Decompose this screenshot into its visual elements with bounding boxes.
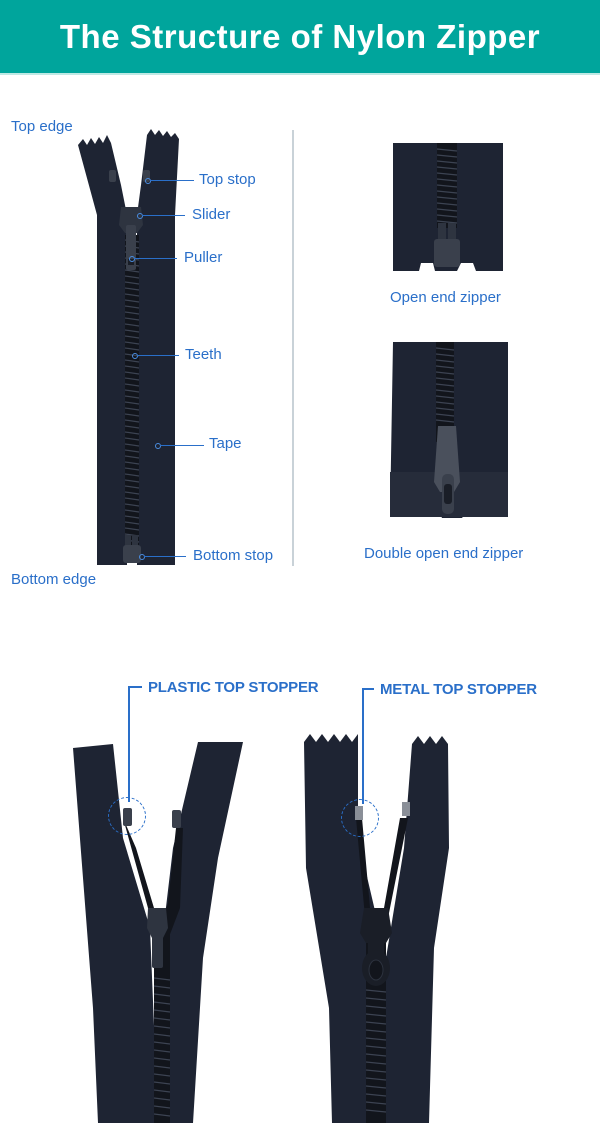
label-bottom-stop: Bottom stop — [193, 547, 274, 564]
slider-leader — [142, 215, 185, 216]
label-teeth: Teeth — [185, 346, 222, 363]
tape-leader — [160, 445, 204, 446]
main-zipper-image — [78, 129, 179, 565]
puller-marker-icon — [129, 256, 135, 262]
metal-stopper-leader-vertical — [362, 688, 364, 804]
caption-double-open-end-zipper: Double open end zipper — [364, 545, 524, 562]
open-end-zipper-image — [393, 143, 503, 271]
double-open-end-zipper-image — [390, 342, 508, 518]
metal-stopper-zipper-image — [304, 734, 449, 1123]
label-puller: Puller — [184, 249, 223, 266]
tape-marker-icon — [155, 443, 161, 449]
caption-open-end-zipper: Open end zipper — [390, 289, 501, 306]
label-plastic-top-stopper: PLASTIC TOP STOPPER — [148, 679, 319, 696]
label-metal-top-stopper: METAL TOP STOPPER — [380, 681, 537, 698]
page-title: The Structure of Nylon Zipper — [59, 17, 541, 55]
plastic-stopper-highlight-circle-icon — [108, 797, 146, 835]
top-stop-leader — [150, 180, 194, 181]
teeth-leader — [137, 355, 179, 356]
teeth-marker-icon — [132, 353, 138, 359]
label-top-stop: Top stop — [199, 171, 256, 188]
header-banner: The Structure of Nylon Zipper — [0, 0, 600, 75]
label-slider: Slider — [192, 206, 231, 223]
plastic-stopper-zipper-image — [73, 742, 243, 1123]
slider-marker-icon — [137, 213, 143, 219]
metal-stopper-highlight-circle-icon — [341, 799, 379, 837]
label-tape: Tape — [209, 435, 242, 452]
bottom-stop-marker-icon — [139, 554, 145, 560]
top-stop-marker-icon — [145, 178, 151, 184]
label-bottom-edge: Bottom edge — [11, 571, 97, 588]
metal-stopper-leader-horizontal — [362, 688, 374, 690]
plastic-stopper-leader-vertical — [128, 686, 130, 802]
puller-leader — [134, 258, 177, 259]
bottom-stop-leader — [144, 556, 186, 557]
vertical-divider — [292, 130, 294, 566]
plastic-stopper-leader-horizontal — [128, 686, 142, 688]
label-top-edge: Top edge — [11, 118, 73, 135]
